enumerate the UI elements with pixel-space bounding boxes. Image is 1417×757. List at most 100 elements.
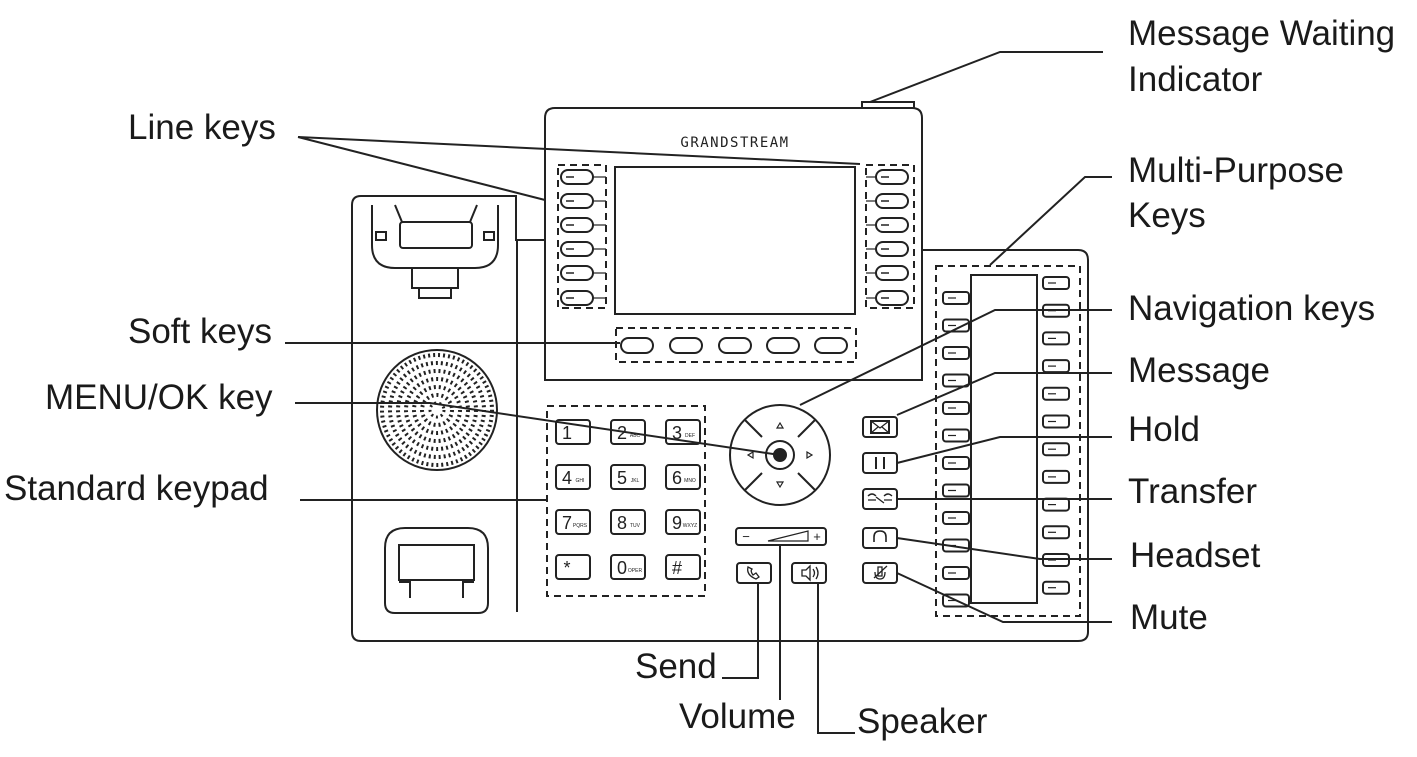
mpk-key-left[interactable] <box>942 346 970 360</box>
label-transfer: Transfer <box>1128 472 1258 511</box>
label-speaker: Speaker <box>857 702 988 741</box>
mpk-label-strip <box>970 274 1038 604</box>
mpk-key-right[interactable] <box>1042 359 1070 374</box>
dial-key[interactable] <box>610 554 646 580</box>
line-keys-left-group <box>557 164 607 309</box>
display-housing <box>544 107 923 380</box>
mpk-key-right[interactable] <box>1042 276 1070 290</box>
label-multi-purpose-line1: Multi-Purpose <box>1128 151 1344 190</box>
dial-key[interactable] <box>610 509 646 535</box>
dial-key-digit: 6 <box>672 468 682 488</box>
line-key-left[interactable] <box>560 193 594 209</box>
line-key-left[interactable] <box>560 290 594 306</box>
line-key-right[interactable] <box>875 290 909 306</box>
mpk-key-right[interactable] <box>1042 414 1070 429</box>
line-key-left[interactable] <box>560 265 594 281</box>
mpk-key-left[interactable] <box>942 456 970 470</box>
mpk-key-left[interactable] <box>942 511 970 525</box>
dial-key[interactable] <box>555 554 591 580</box>
mpk-key-left[interactable] <box>942 291 970 305</box>
mpk-key-right[interactable] <box>1042 386 1070 401</box>
send-key <box>736 562 772 584</box>
mpk-group <box>935 265 1081 617</box>
mpk-key-left[interactable] <box>942 428 970 443</box>
dial-key[interactable] <box>555 509 591 535</box>
label-send: Send <box>635 647 717 686</box>
dial-key-letters: DEF <box>685 433 695 439</box>
line-key-left[interactable] <box>560 217 594 233</box>
dial-key[interactable] <box>665 509 701 535</box>
headset-key <box>862 527 898 549</box>
volume-plus: + <box>813 529 821 544</box>
mpk-key-right[interactable] <box>1042 580 1070 595</box>
line-keys-right-group <box>865 164 915 309</box>
label-headset: Headset <box>1130 536 1261 575</box>
mpk-key-left[interactable] <box>942 483 970 498</box>
soft-key[interactable] <box>669 337 703 354</box>
soft-key[interactable] <box>814 337 848 354</box>
line-key-right[interactable] <box>875 241 909 257</box>
mpk-key-left[interactable] <box>942 401 970 415</box>
handset-hook <box>371 204 499 299</box>
handset-rest <box>384 527 489 614</box>
label-navigation-keys: Navigation keys <box>1128 289 1376 328</box>
line-key-right[interactable] <box>875 217 909 233</box>
dial-key-letters: PQRS <box>573 523 588 529</box>
dial-key-letters: MNO <box>684 478 696 484</box>
dial-key-digit: 9 <box>672 513 682 533</box>
mpk-key-left[interactable] <box>942 538 970 553</box>
label-message-waiting-line2: Indicator <box>1128 60 1263 99</box>
mpk-key-right[interactable] <box>1042 442 1070 457</box>
leader-lines <box>285 51 1112 734</box>
dial-key-digit: 2 <box>617 423 627 443</box>
dial-key[interactable] <box>555 419 591 445</box>
soft-keys-group <box>615 327 857 363</box>
line-key-right[interactable] <box>875 193 909 209</box>
dial-key-digit: * <box>563 558 570 578</box>
mpk-key-left[interactable] <box>942 373 970 388</box>
dial-key-digit: 8 <box>617 513 627 533</box>
line-key-right[interactable] <box>875 265 909 281</box>
label-hold: Hold <box>1128 410 1200 449</box>
dial-key-letters: JKL <box>631 478 640 484</box>
dial-key-digit: 3 <box>672 423 682 443</box>
dial-key[interactable] <box>610 419 646 445</box>
volume-minus: − <box>742 529 750 544</box>
lcd-screen <box>614 166 856 315</box>
mpk-key-right[interactable] <box>1042 525 1070 540</box>
mpk-key-right[interactable] <box>1042 497 1070 512</box>
mpk-key-left[interactable] <box>942 318 970 333</box>
mpk-key-right[interactable] <box>1042 331 1070 346</box>
mpk-key-right[interactable] <box>1042 469 1070 484</box>
mpk-key-right[interactable] <box>1042 303 1070 318</box>
soft-key[interactable] <box>620 337 654 354</box>
line-key-left[interactable] <box>560 241 594 257</box>
dial-key-letters: OPER <box>628 568 643 574</box>
hold-key <box>862 452 898 474</box>
dial-key[interactable] <box>665 554 701 580</box>
soft-key[interactable] <box>766 337 800 354</box>
dial-key-digit: 1 <box>562 423 572 443</box>
speaker-key <box>791 562 827 584</box>
dial-key-letters: WXYZ <box>683 523 697 529</box>
soft-key[interactable] <box>718 337 752 354</box>
label-soft-keys: Soft keys <box>128 312 272 351</box>
label-message: Message <box>1128 351 1271 390</box>
dial-key[interactable] <box>610 464 646 490</box>
mpk-key-right[interactable] <box>1042 553 1070 567</box>
mpk-key-left[interactable] <box>942 593 970 608</box>
dial-key[interactable] <box>665 464 701 490</box>
dial-key[interactable] <box>665 419 701 445</box>
dial-key-digit: 4 <box>562 468 572 488</box>
label-mute: Mute <box>1130 598 1208 637</box>
mpk-key-left[interactable] <box>942 566 970 580</box>
line-key-left[interactable] <box>560 169 594 185</box>
message-key <box>862 416 898 438</box>
dial-key-digit: 7 <box>562 513 572 533</box>
transfer-key <box>862 488 898 510</box>
dial-key[interactable] <box>555 464 591 490</box>
line-key-right[interactable] <box>875 169 909 185</box>
dial-key-digit: 5 <box>617 468 627 488</box>
label-standard-keypad: Standard keypad <box>4 469 269 508</box>
